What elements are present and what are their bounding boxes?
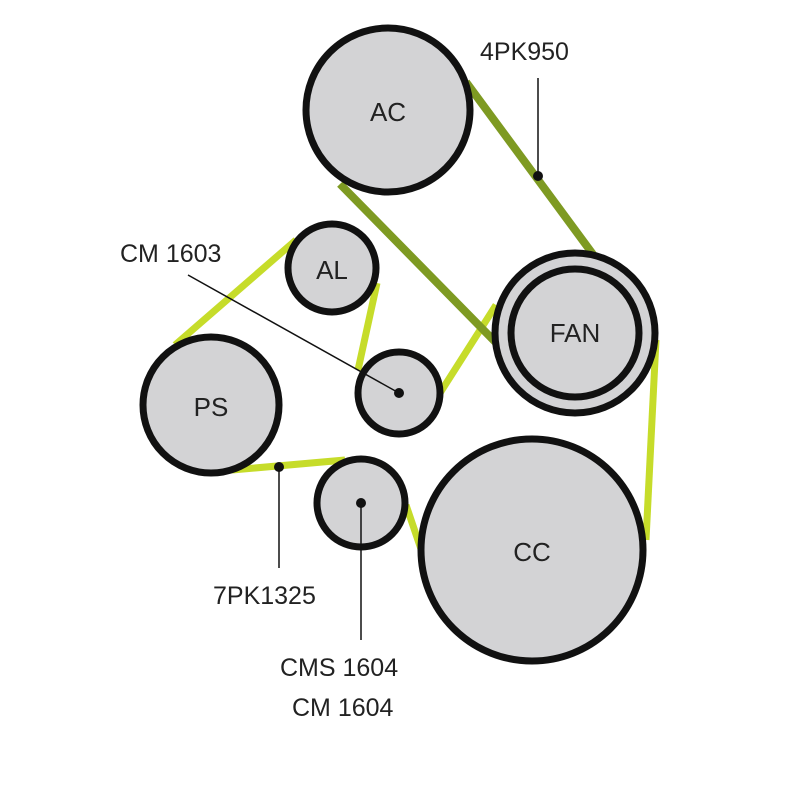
pulley-cc xyxy=(417,435,647,665)
belt-7pk1325 xyxy=(172,237,660,554)
label-ac: AC xyxy=(370,97,406,127)
label-fan: FAN xyxy=(550,318,601,348)
callout-4pk950: 4PK950 xyxy=(480,38,569,66)
pulley-ac xyxy=(302,24,474,196)
label-ps: PS xyxy=(194,392,229,422)
callout-cms1604: CMS 1604 xyxy=(280,654,398,682)
label-al: AL xyxy=(316,255,348,285)
callout-cm1604: CM 1604 xyxy=(292,694,394,722)
pulley-al xyxy=(284,220,380,316)
leader-dots xyxy=(274,171,543,508)
label-cc: CC xyxy=(513,537,551,567)
leader-lines xyxy=(187,78,539,640)
pulley-fan-inner xyxy=(507,265,643,401)
callout-7pk1325: 7PK1325 xyxy=(213,582,316,610)
pulley-ps xyxy=(139,333,283,477)
callout-cm1603: CM 1603 xyxy=(120,240,221,268)
